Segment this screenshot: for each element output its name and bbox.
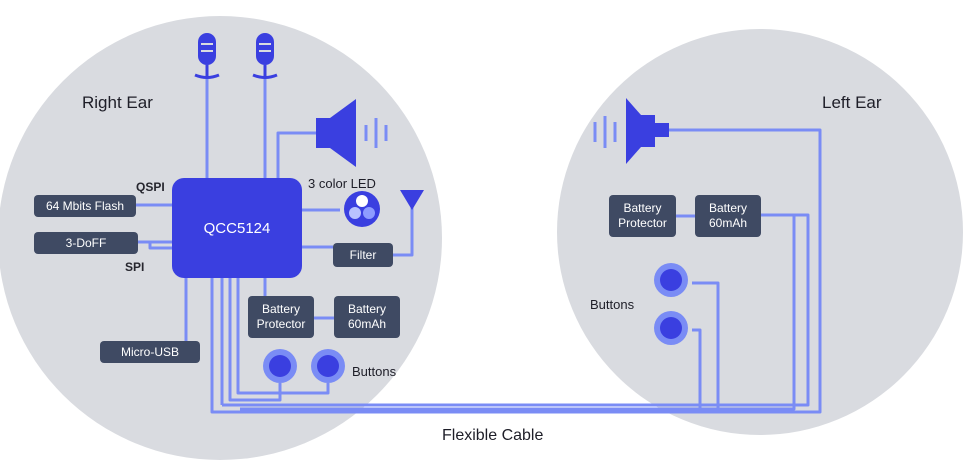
- soc-chip: QCC5124: [172, 178, 302, 278]
- filter-box: Filter: [333, 243, 393, 267]
- led-icon: [344, 191, 380, 227]
- imu-box: 3-DoFF: [34, 232, 138, 254]
- button-icon: [263, 349, 297, 383]
- usb-box: Micro-USB: [100, 341, 200, 363]
- left-ear-title: Left Ear: [822, 93, 882, 112]
- speaker-icon: [593, 98, 669, 164]
- speaker-icon: [316, 99, 388, 167]
- left-battery-protector-box: Battery Protector: [609, 195, 676, 237]
- right-buttons-label: Buttons: [352, 364, 397, 379]
- button-icon: [654, 263, 688, 297]
- microphone-icon: [252, 33, 278, 79]
- qspi-label: QSPI: [136, 180, 165, 194]
- button-icon: [654, 311, 688, 345]
- microphone-icon: [194, 33, 220, 79]
- button-icon: [311, 349, 345, 383]
- led-label: 3 color LED: [308, 176, 376, 191]
- battery-box: Battery 60mAh: [334, 296, 400, 338]
- wires: [136, 78, 822, 414]
- flexible-cable-label: Flexible Cable: [442, 427, 544, 444]
- left-buttons-label: Buttons: [590, 297, 635, 312]
- battery-protector-box: Battery Protector: [248, 296, 314, 338]
- antenna-icon: [400, 190, 424, 210]
- flash-box: 64 Mbits Flash: [34, 195, 136, 217]
- left-battery-box: Battery 60mAh: [695, 195, 761, 237]
- right-ear-title: Right Ear: [82, 93, 153, 112]
- spi-label: SPI: [125, 260, 145, 274]
